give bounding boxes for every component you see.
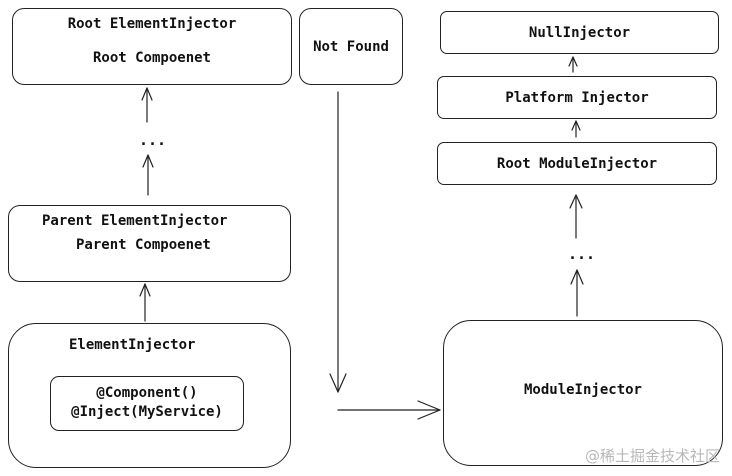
- arrow-parent-to-ellipsis: [142, 154, 154, 196]
- left-ellipsis: ...: [139, 131, 167, 149]
- root-element-injector-box: Root ElementInjector Root Compoenet: [12, 8, 292, 85]
- null-injector-box: NullInjector: [440, 11, 719, 54]
- root-element-injector-title: Root ElementInjector: [67, 16, 237, 32]
- arrow-module-to-ellipsis: [570, 269, 584, 317]
- element-injector-box: ElementInjector @Component() @Inject(MyS…: [8, 323, 291, 468]
- element-injector-title: ElementInjector: [69, 337, 196, 353]
- arrow-not-found-down: [329, 91, 347, 393]
- component-decorator-label: @Component(): [96, 385, 198, 401]
- arrow-to-module-injector: [337, 400, 441, 420]
- platform-injector-label: Platform Injector: [505, 90, 649, 106]
- component-decorator-box: @Component() @Inject(MyService): [50, 376, 244, 431]
- parent-component-label: Parent Compoenet: [76, 237, 211, 253]
- arrow-root-module-to-platform: [571, 120, 581, 138]
- not-found-box: Not Found: [299, 8, 403, 85]
- watermark-label: @稀土掘金技术社区: [584, 447, 720, 465]
- arrow-ellipsis-to-root-module: [569, 194, 583, 239]
- arrow-ellipsis-to-root: [141, 87, 153, 123]
- inject-decorator-label: @Inject(MyService): [71, 404, 223, 420]
- right-ellipsis: ...: [568, 245, 596, 263]
- parent-element-injector-title: Parent ElementInjector: [42, 213, 228, 229]
- module-injector-box: ModuleInjector: [443, 320, 723, 466]
- root-component-label: Root Compoenet: [92, 50, 211, 66]
- root-module-injector-box: Root ModuleInjector: [437, 142, 717, 185]
- parent-element-injector-box: Parent ElementInjector Parent Compoenet: [8, 205, 291, 282]
- not-found-label: Not Found: [313, 39, 389, 55]
- null-injector-label: NullInjector: [528, 25, 631, 41]
- module-injector-label: ModuleInjector: [523, 382, 642, 398]
- arrow-element-to-parent: [139, 283, 151, 322]
- arrow-platform-to-null: [568, 56, 578, 73]
- platform-injector-box: Platform Injector: [437, 76, 717, 119]
- root-module-injector-label: Root ModuleInjector: [496, 156, 658, 172]
